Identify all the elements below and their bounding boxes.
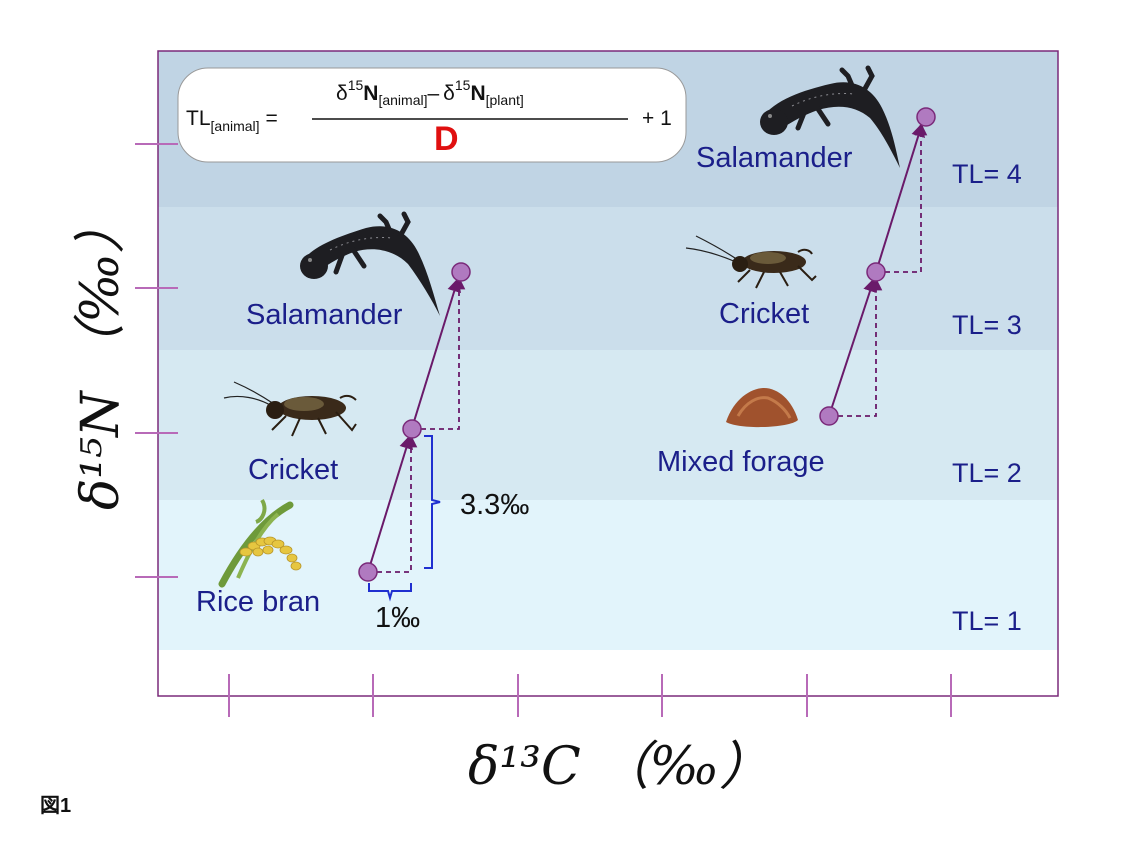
label-mixed-forage: Mixed forage <box>657 446 825 478</box>
x-axis-ticks <box>228 674 952 717</box>
formula-denominator: D <box>434 120 459 158</box>
node-salamander-left <box>451 262 471 282</box>
nitrogen-bracket <box>424 435 441 569</box>
left-chain-arrows <box>367 277 461 573</box>
salamander-icon-right <box>760 65 900 168</box>
formula-sub1: [animal] <box>378 92 427 108</box>
formula-lhs: TL <box>186 107 211 130</box>
band-tl2 <box>158 350 1058 500</box>
label-salamander-left: Salamander <box>246 299 403 331</box>
tl2-label: TL= 2 <box>952 458 1022 488</box>
formula-n2: N <box>470 82 485 105</box>
label-cricket-left: Cricket <box>248 454 338 486</box>
formula-lhs-sub: [animal] <box>211 118 260 134</box>
tl4-label: TL= 4 <box>952 159 1022 189</box>
formula-sup1: 15 <box>348 77 364 93</box>
band-tl3 <box>158 207 1058 350</box>
salamander-icon-left <box>300 211 440 316</box>
node-cricket-right <box>866 262 886 282</box>
cricket-icon-left <box>223 381 357 437</box>
formula-minus: – <box>427 82 439 105</box>
plot-frame <box>157 50 1059 697</box>
formula-plus-one: + 1 <box>642 107 672 130</box>
nitrogen-step-label: 3.3‰ <box>460 489 529 521</box>
formula-n1: N <box>363 82 378 105</box>
band-tl1 <box>158 500 1058 650</box>
formula-equals: = <box>266 107 278 130</box>
node-rice-bran <box>358 562 378 582</box>
formula-box: TL[animal]= δ15N[animal]–δ15N[plant] D +… <box>177 67 687 163</box>
node-cricket-left <box>402 419 422 439</box>
label-salamander-right: Salamander <box>696 142 853 174</box>
carbon-bracket <box>368 583 412 602</box>
rice-plant-icon <box>218 498 302 588</box>
svg-text:TL[animal]=: TL[animal] = <box>186 107 278 134</box>
formula-delta1: δ <box>336 82 348 105</box>
formula-sup2: 15 <box>455 77 471 93</box>
forage-pile-icon <box>726 388 798 428</box>
tl3-label: TL= 3 <box>952 310 1022 340</box>
carbon-step-label: 1‰ <box>375 602 420 634</box>
label-rice-bran: Rice bran <box>196 586 320 618</box>
x-axis-label: δ¹³C （‰） <box>468 737 771 797</box>
cricket-icon-right <box>685 235 817 289</box>
figure-label: 図1 <box>40 795 71 817</box>
left-chain-steps <box>368 276 466 573</box>
y-axis-label: δ¹⁵N （‰） <box>71 201 131 510</box>
formula-sub2: [plant] <box>486 92 524 108</box>
node-salamander-right <box>916 107 936 127</box>
tl1-label: TL= 1 <box>952 606 1022 636</box>
node-mixed-forage <box>819 406 839 426</box>
svg-text:δ15N[animal]–δ15N[plant]: δ15N[animal]–δ15N[plant] <box>336 77 524 108</box>
y-axis-ticks <box>135 143 178 578</box>
label-cricket-right: Cricket <box>719 298 809 330</box>
right-chain-steps <box>829 122 928 417</box>
right-chain-arrows <box>828 122 925 417</box>
formula-delta2: δ <box>443 82 455 105</box>
